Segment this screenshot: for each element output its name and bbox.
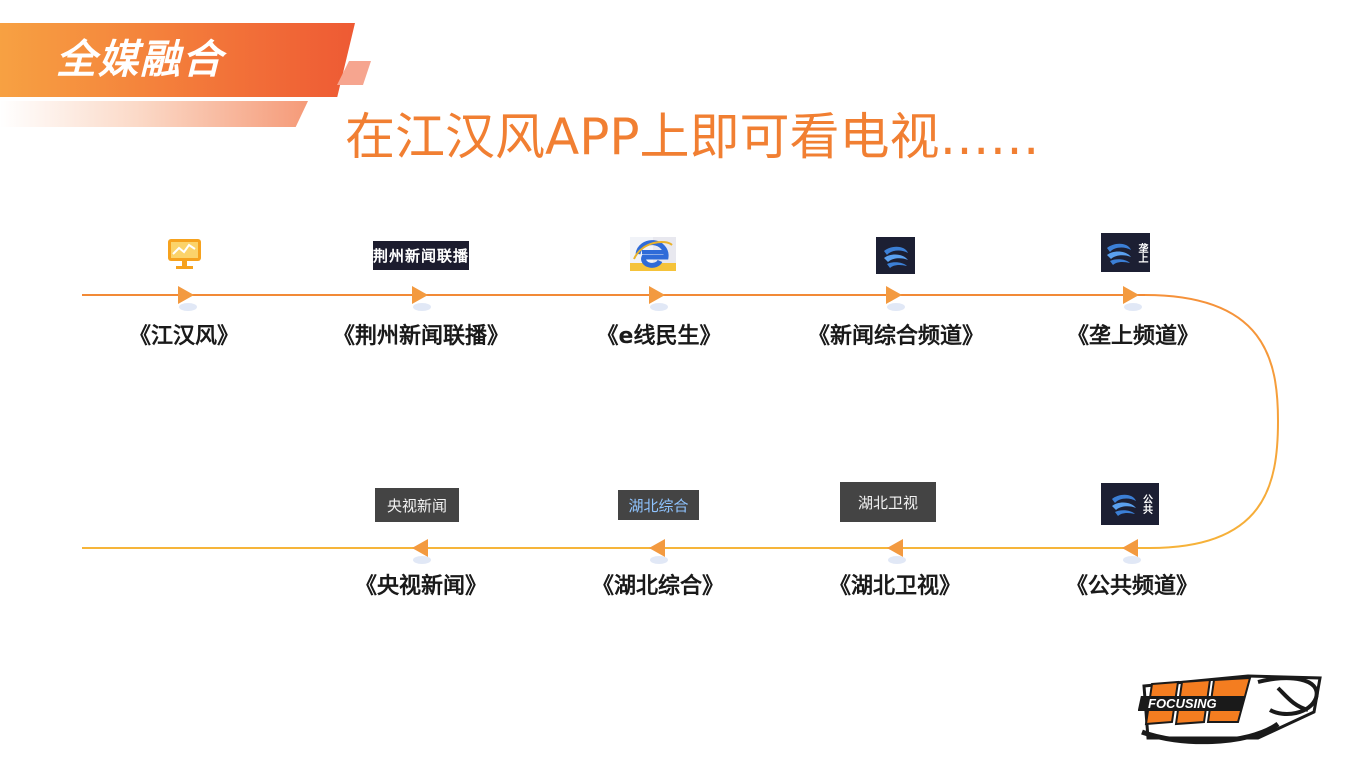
banner-stripe [0, 101, 308, 127]
ie-browser-icon [630, 237, 676, 271]
hubei-satellite-chip-text: 湖北卫视 [857, 493, 918, 512]
channel-swirl-icon: 垄上 [1101, 233, 1150, 272]
arrow-left-icon [1122, 539, 1138, 557]
channel-logo-text: 公共 [1140, 494, 1152, 514]
program-label-news-channel: 《新闻综合频道》 [807, 324, 985, 349]
channel-logo-text: 垄上 [1136, 242, 1147, 263]
jingzhou-news-logo-icon: 荆州新闻联播 [373, 241, 469, 270]
hubei-general-chip-text: 湖北综合 [628, 496, 689, 515]
arrow-right-icon [649, 286, 665, 304]
page-headline: 在江汉风APP上即可看电视…… [345, 108, 1040, 166]
arrow-right-icon [178, 286, 194, 304]
section-banner [0, 23, 355, 97]
arrow-right-icon [412, 286, 428, 304]
program-label-hubei-general: 《湖北综合》 [591, 574, 725, 599]
hubei-satellite-chip: 湖北卫视 [840, 482, 936, 522]
cctv-news-chip-text: 央视新闻 [386, 496, 447, 515]
channel-swirl-icon: 公共 [1101, 483, 1159, 525]
brand-logo-text: FOCUSING [1148, 696, 1217, 711]
section-title: 全媒融合 [56, 37, 224, 83]
arrow-left-icon [412, 539, 428, 557]
program-label-cctv-news: 《央视新闻》 [354, 574, 488, 599]
arrow-left-icon [887, 539, 903, 557]
brand-logo: FOCUSING [1137, 672, 1328, 746]
program-label-jingzhou-news: 《荆州新闻联播》 [332, 324, 510, 349]
monitor-chart-icon [167, 238, 202, 270]
channel-swirl-icon [876, 237, 915, 274]
program-label-public-channel: 《公共频道》 [1065, 574, 1199, 599]
arrow-left-icon [649, 539, 665, 557]
cctv-news-chip: 央视新闻 [375, 488, 459, 522]
arrow-right-icon [1123, 286, 1139, 304]
timeline-curve [1144, 294, 1280, 549]
hubei-general-chip: 湖北综合 [618, 490, 699, 520]
arrow-right-icon [886, 286, 902, 304]
jingzhou-news-logo-text: 荆州新闻联播 [373, 247, 469, 265]
program-label-hubei-satellite: 《湖北卫视》 [828, 574, 962, 599]
program-label-e-minsheng: 《e线民生》 [596, 324, 722, 349]
program-label-jianghanfeng: 《江汉风》 [128, 324, 240, 349]
program-label-longshang: 《垄上频道》 [1066, 324, 1200, 349]
